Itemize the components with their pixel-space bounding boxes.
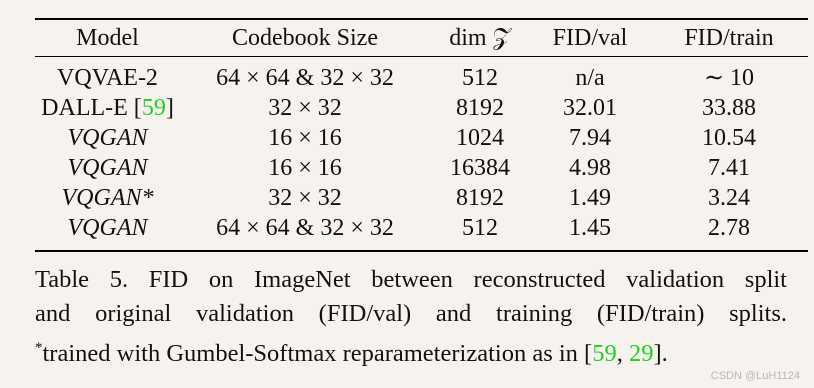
caption-end: ]. [653,340,668,367]
cell-fid-train: ∼ 10 [703,65,755,91]
cell-codebook: 32 × 32 [268,95,342,121]
header-codebook-size: Codebook Size [232,25,378,51]
citation-link[interactable]: 29 [628,340,654,367]
cell-codebook: 16 × 16 [268,125,342,151]
cell-model: VQGAN [67,215,148,241]
cell-model: VQVAE-2 [57,65,158,91]
table-top-rule [35,18,808,20]
cell-dim: 1024 [456,125,504,151]
cell-model: VQGAN* [61,185,154,211]
caption-footnote-text: trained with Gumbel-Softmax reparameteri… [42,340,593,367]
table-row: VQGAN 16 × 16 16384 4.98 7.41 [35,153,808,183]
cell-fid-train: 7.41 [708,155,750,181]
cell-fid-val: 1.49 [569,185,611,211]
table-row: VQGAN 16 × 16 1024 7.94 10.54 [35,123,808,153]
citation-separator: , [616,340,629,367]
cell-codebook: 16 × 16 [268,155,342,181]
caption-line: Table 5. FID on ImageNet between reconst… [35,266,787,293]
cell-codebook: 64 × 64 & 32 × 32 [216,65,394,91]
caption-line: *trained with Gumbel-Softmax reparameter… [35,331,787,371]
cell-fid-train: 2.78 [708,215,750,241]
cell-fid-train: 10.54 [702,125,756,151]
header-fid-val: FID/val [552,25,628,51]
cell-model: DALL-E [59] [35,93,180,123]
watermark: CSDN @LuH1124 [710,370,800,382]
table-row: VQVAE-2 64 × 64 & 32 × 32 512 n/a ∼ 10 [35,63,808,93]
table-row: VQGAN 64 × 64 & 32 × 32 512 1.45 2.78 [35,213,808,243]
model-name: DALL-E [ [41,95,142,121]
table-caption: Table 5. FID on ImageNet between reconst… [35,263,787,371]
model-bracket: ] [165,95,174,121]
cell-dim: 512 [462,215,498,241]
cell-fid-train: 33.88 [702,95,756,121]
table-row: DALL-E [59] 32 × 32 8192 32.01 33.88 [35,93,808,123]
table-bottom-rule [35,250,808,252]
cell-model: VQGAN [67,125,148,151]
cell-codebook: 32 × 32 [268,185,342,211]
table-header-row: Model Codebook Size dim 𝒵 FID/val FID/tr… [35,20,808,56]
footnote-star: * [35,340,43,356]
table-header-rule [35,56,808,57]
cell-fid-train: 3.24 [708,185,750,211]
cell-dim: 8192 [456,185,504,211]
cell-dim: 8192 [456,95,504,121]
cell-fid-val: 7.94 [569,125,611,151]
cell-fid-val: 4.98 [569,155,611,181]
header-model: Model [76,25,139,51]
cell-dim: 512 [462,65,498,91]
cell-fid-val: 1.45 [569,215,611,241]
citation-link[interactable]: 59 [141,95,166,121]
cell-dim: 16384 [450,155,510,181]
cell-fid-val: 32.01 [563,95,617,121]
table-row: VQGAN* 32 × 32 8192 1.49 3.24 [35,183,808,213]
caption-line: and original validation (FID/val) and tr… [35,300,787,327]
cell-model: VQGAN [67,155,148,181]
header-dim: dim 𝒵 [449,25,511,51]
results-table: Model Codebook Size dim 𝒵 FID/val FID/tr… [35,20,808,243]
header-fid-train: FID/train [684,25,774,51]
citation-link[interactable]: 59 [592,340,617,367]
cell-fid-val: n/a [575,65,605,91]
cell-codebook: 64 × 64 & 32 × 32 [216,215,394,241]
